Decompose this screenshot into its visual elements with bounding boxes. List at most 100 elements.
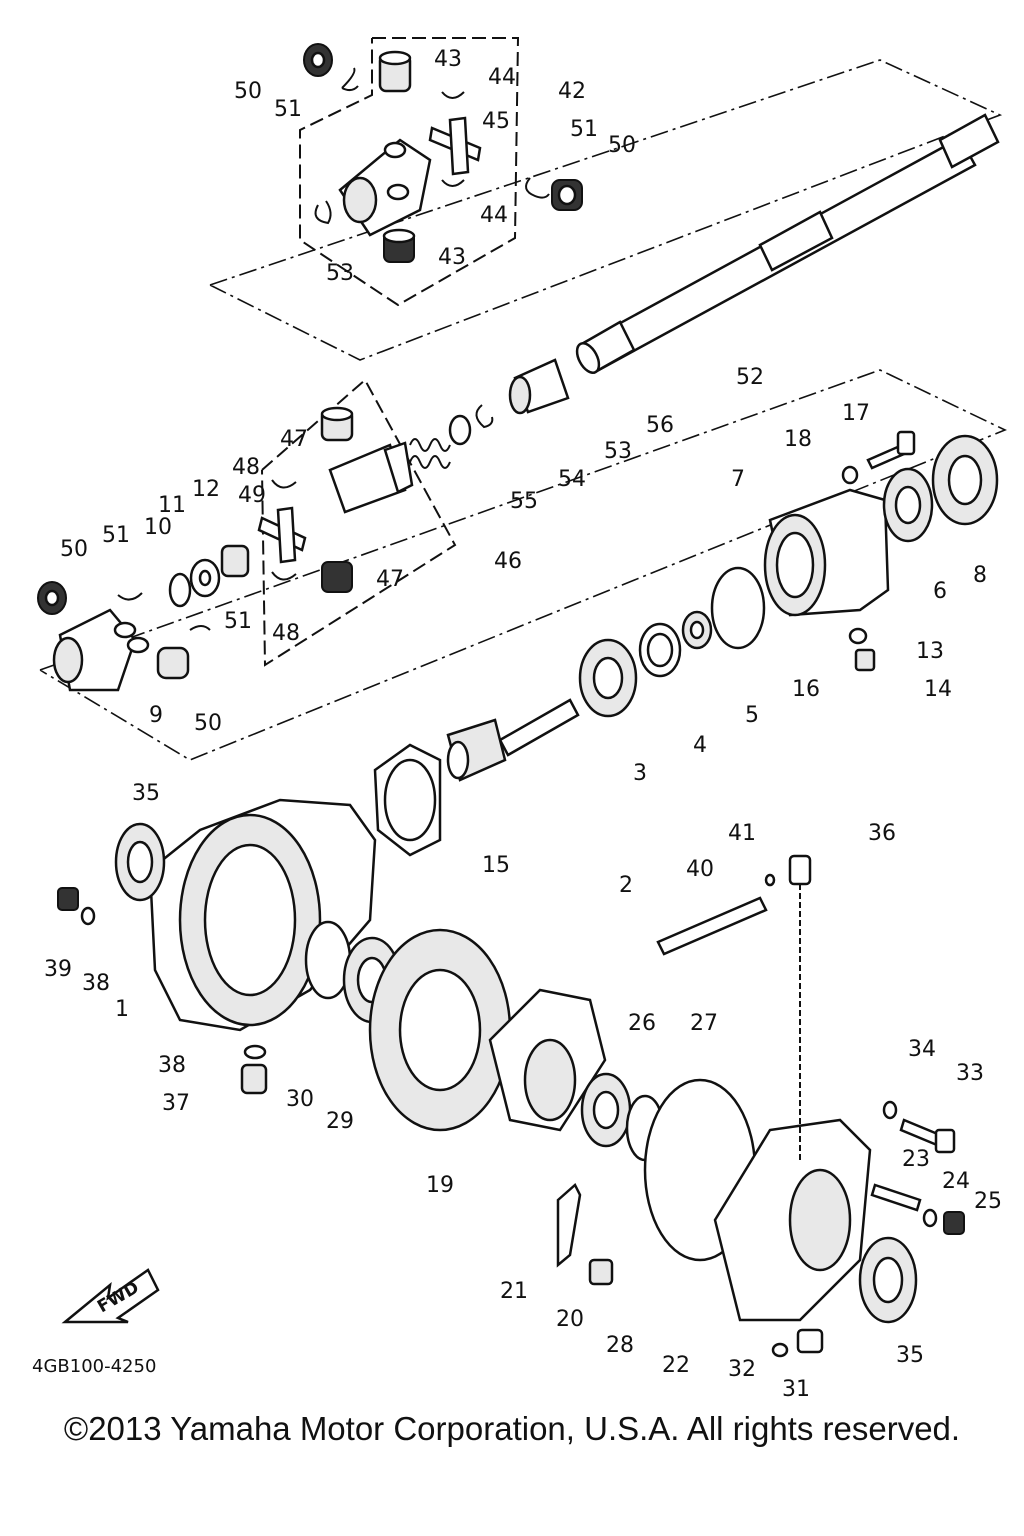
callout-p14: 14 (924, 677, 952, 702)
cover-22 (713, 1118, 872, 1322)
callout-p17: 17 (842, 401, 870, 426)
callout-p31: 31 (782, 1377, 810, 1400)
circlip-53-upper (314, 200, 332, 225)
callout-p15: 15 (482, 853, 510, 878)
callout-p35a: 35 (132, 781, 160, 806)
pin-40 (656, 896, 768, 956)
bearing-cap-47-upper (320, 406, 354, 442)
callout-p55: 55 (510, 489, 538, 514)
bearing-50-left (37, 581, 67, 615)
callout-p12: 12 (192, 477, 220, 502)
oring-10 (168, 572, 192, 608)
bearing-cap-43-lower (382, 228, 416, 263)
oring-16 (710, 566, 766, 650)
lower-yoke (328, 441, 414, 514)
bearing-3 (578, 638, 638, 718)
washer-11 (189, 558, 221, 598)
washer-54 (448, 414, 472, 446)
callout-p56: 56 (646, 413, 674, 438)
callout-p51c: 51 (102, 523, 130, 548)
bearing-26 (580, 1072, 632, 1148)
boot-56 (508, 358, 570, 415)
bolt-20 (588, 1258, 614, 1286)
callout-p5: 5 (745, 703, 759, 728)
bolt-31 (796, 1328, 824, 1354)
circlip-44-upper (441, 91, 465, 99)
washer-18 (841, 465, 859, 485)
callout-p41: 41 (728, 821, 756, 846)
pinion-gear-2 (446, 698, 580, 782)
diagram-code: 4GB100-4250 (32, 1356, 156, 1377)
bearing-cap-43-upper (378, 50, 412, 93)
front-yoke-9 (52, 608, 150, 692)
callout-p10: 10 (144, 515, 172, 540)
plug-39 (57, 887, 79, 911)
circlip-53-mid (475, 404, 494, 429)
callout-p7: 7 (731, 467, 745, 492)
callout-p43b: 43 (438, 245, 466, 270)
callout-p44b: 44 (480, 203, 508, 228)
circlip-48-lower (271, 571, 297, 581)
spring-55 (409, 438, 451, 469)
washer-13 (848, 627, 868, 645)
callout-p49: 49 (238, 483, 266, 508)
bearing-6 (882, 467, 934, 543)
callout-p48a: 48 (232, 455, 260, 480)
callout-p50b: 50 (608, 133, 636, 158)
callout-p28: 28 (606, 1333, 634, 1358)
callout-p51b: 51 (570, 117, 598, 142)
callout-p8: 8 (973, 563, 987, 588)
callout-p4: 4 (693, 733, 707, 758)
callout-p20: 20 (556, 1307, 584, 1332)
nut-25 (943, 1211, 965, 1235)
circlip-51-upper-right (525, 177, 550, 199)
callout-p22: 22 (662, 1353, 690, 1378)
plug-14 (854, 648, 876, 672)
callout-p44a: 44 (488, 65, 516, 90)
oil-seal-8 (931, 434, 999, 526)
callout-p21: 21 (500, 1279, 528, 1304)
callout-p54: 54 (558, 467, 586, 492)
cross-spider-49 (257, 506, 307, 564)
callout-p2: 2 (619, 873, 633, 898)
callout-p18: 18 (784, 427, 812, 452)
callout-p33: 33 (956, 1061, 984, 1086)
washer-38-left (80, 906, 96, 926)
callout-p51d: 51 (224, 609, 252, 634)
callout-p34: 34 (908, 1037, 936, 1062)
callout-p48b: 48 (272, 621, 300, 646)
exploded-parts-diagram: FWD 4GB100-4250 123456789101112131415161… (32, 37, 1007, 1400)
circlip-51-upper-left (341, 67, 359, 92)
callout-p52: 52 (736, 365, 764, 390)
callout-p37: 37 (162, 1091, 190, 1116)
callout-p13: 13 (916, 639, 944, 664)
plug-37 (240, 1063, 268, 1095)
callout-p45: 45 (482, 109, 510, 134)
drive-shaft-52 (575, 113, 1000, 374)
circlip-44-lower (441, 179, 465, 187)
callout-p24: 24 (942, 1169, 970, 1194)
washer-24 (922, 1208, 938, 1228)
ring-gear (368, 928, 512, 1132)
callout-p32: 32 (728, 1357, 756, 1382)
washer-32 (771, 1342, 789, 1358)
washer-41 (764, 873, 776, 887)
collar-5 (681, 610, 713, 650)
callout-p35b: 35 (896, 1343, 924, 1368)
callout-p11: 11 (158, 493, 186, 518)
callout-p50d: 50 (194, 711, 222, 736)
bolt-17 (866, 430, 916, 470)
differential-housing-1 (148, 798, 377, 1032)
callout-p43a: 43 (434, 47, 462, 72)
drive-shaft-outline (209, 59, 1003, 361)
callout-p39: 39 (44, 957, 72, 982)
callout-p27: 27 (690, 1011, 718, 1036)
callout-p9: 9 (149, 703, 163, 728)
gasket-15 (373, 743, 442, 857)
callout-p36: 36 (868, 821, 896, 846)
callout-p6: 6 (933, 579, 947, 604)
callout-p26: 26 (628, 1011, 656, 1036)
callout-p23: 23 (902, 1147, 930, 1172)
callout-p30: 30 (286, 1087, 314, 1112)
callout-p3: 3 (633, 761, 647, 786)
